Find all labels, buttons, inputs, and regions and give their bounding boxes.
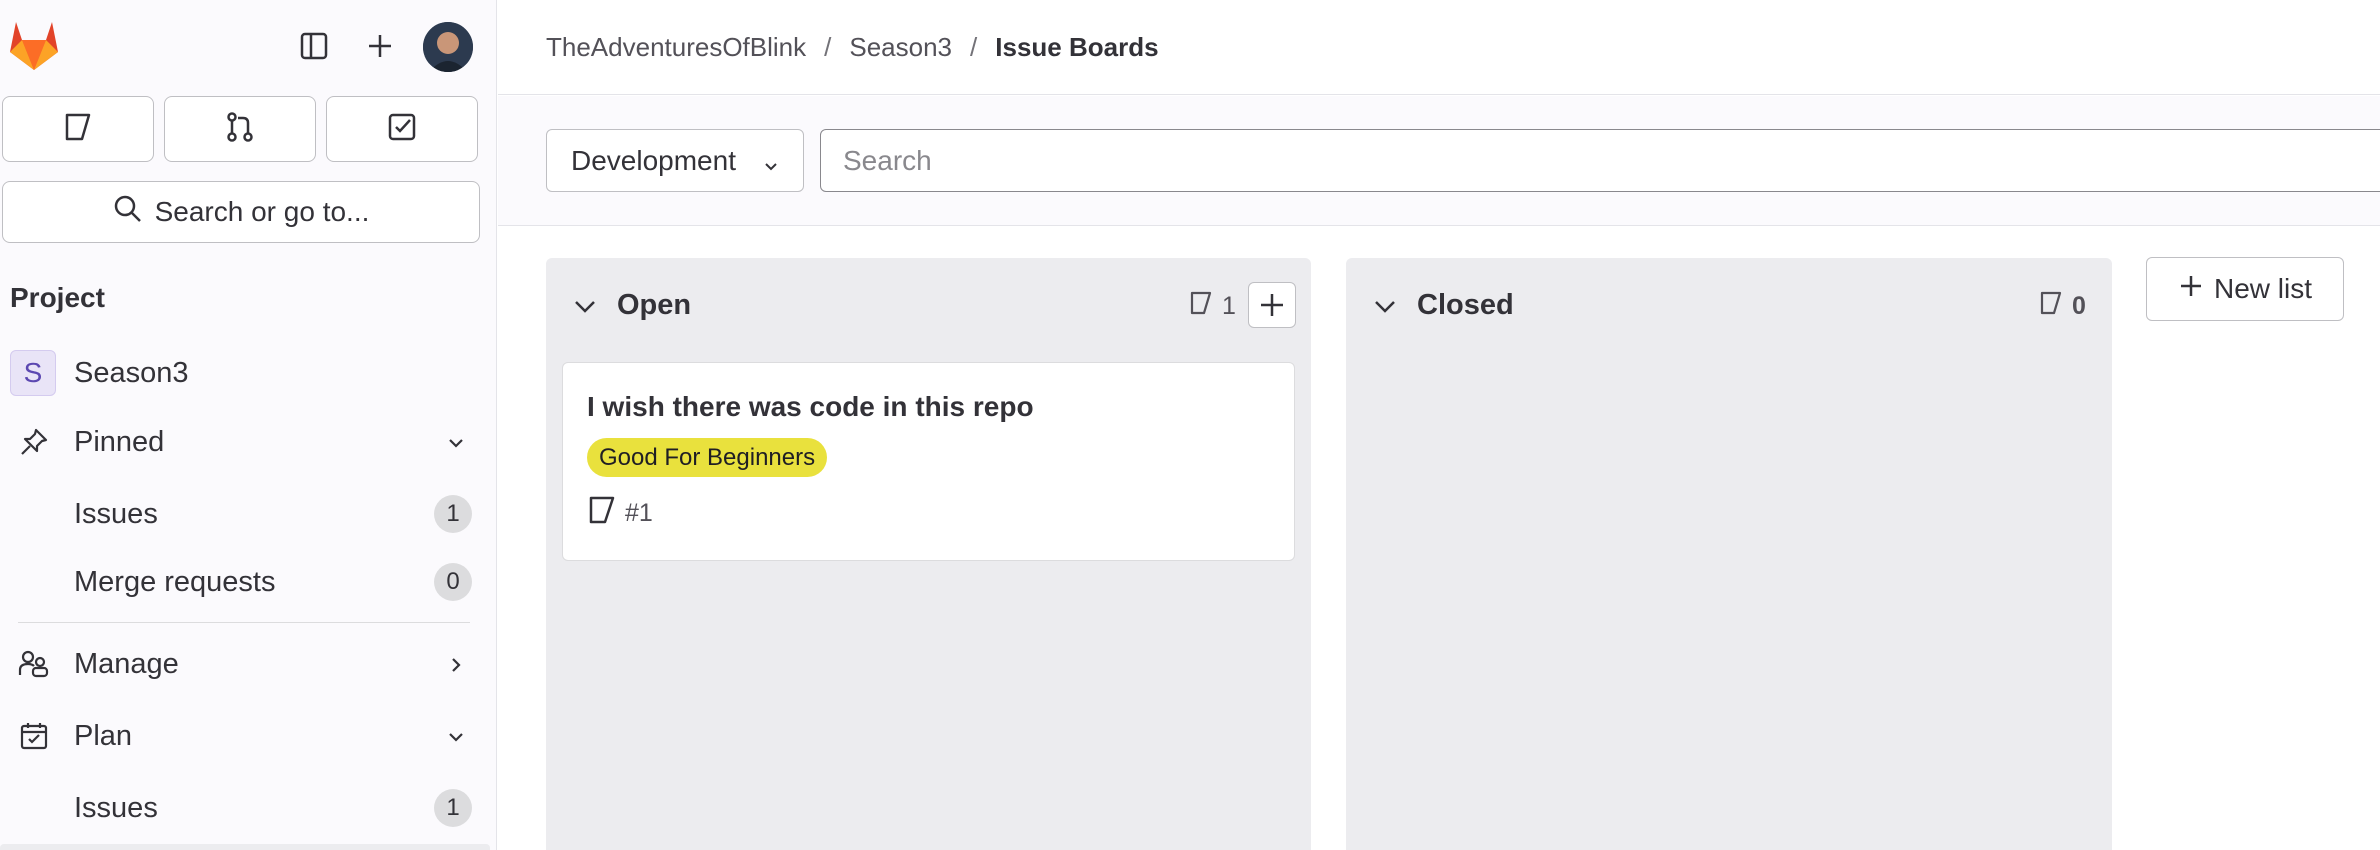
todo-shortcut-button[interactable] [326,96,478,162]
merge-requests-shortcut-button[interactable] [164,96,316,162]
issues-icon [2038,290,2064,323]
count-badge: 1 [434,789,472,827]
sidebar-item-label: Merge requests [74,565,276,598]
issue-number: #1 [625,499,653,527]
issue-card[interactable]: I wish there was code in this repo Good … [562,362,1295,561]
user-avatar[interactable] [423,22,473,72]
plus-icon [1261,294,1283,316]
issues-icon [62,111,94,148]
chevron-right-icon [444,652,468,676]
sidebar-item-pinned[interactable]: Pinned [0,410,490,474]
issue-card-title[interactable]: I wish there was code in this repo [587,391,1034,422]
breadcrumb-separator: / [824,32,832,62]
sidebar-item-project[interactable]: Season3 [0,341,490,405]
todo-checkbox-icon [386,111,418,148]
sidebar-item-label: Plan [74,719,133,752]
sidebar-item-label: Manage [74,647,179,680]
issues-icon [587,495,617,532]
issue-card-meta: #1 [587,495,653,532]
sidebar-item-pinned-merge-requests[interactable]: Merge requests 0 [0,550,490,614]
list-count-value: 0 [2072,292,2086,320]
list-count-value: 1 [1222,292,1236,320]
sidebar-active-item-edge [0,844,490,850]
breadcrumb: TheAdventuresOfBlink / Season3 / Issue B… [546,32,1159,63]
new-list-button[interactable]: New list [2146,257,2344,321]
list-header: Open 1 [546,258,1311,352]
sidebar-item-manage[interactable]: Manage [0,632,490,696]
board-filter-bar: Development [498,96,2380,226]
board-list-closed: Closed 0 [1346,258,2112,850]
pin-icon [16,424,52,460]
breadcrumb-project[interactable]: Season3 [849,32,953,62]
search-icon [113,194,143,231]
issues-shortcut-button[interactable] [2,96,154,162]
issue-label-badge[interactable]: Good For Beginners [587,438,828,477]
search-button-label: Search or go to... [154,196,370,227]
chevron-down-icon [761,152,781,172]
collapse-chevron-icon[interactable] [570,292,600,322]
sidebar-item-pinned-issues[interactable]: Issues 1 [0,482,490,546]
sidebar-item-label: Season3 [74,356,189,389]
collapse-chevron-icon[interactable] [1370,292,1400,322]
project-avatar: S [10,350,56,396]
sidebar-item-plan-issues[interactable]: Issues 1 [0,776,490,840]
sidebar: Search or go to... Project S Season3 Pin… [0,0,497,850]
sidebar-section-title: Project [10,282,105,313]
count-badge: 1 [434,495,472,533]
new-list-label: New list [2213,273,2312,304]
list-title: Open [617,289,692,321]
search-or-go-to-button[interactable]: Search or go to... [2,181,480,243]
breadcrumb-group[interactable]: TheAdventuresOfBlink [546,32,807,62]
breadcrumb-separator: / [970,32,978,62]
plus-icon [2178,273,2204,306]
sidebar-toggle-icon[interactable] [292,24,336,68]
list-issue-count: 1 [1188,290,1236,323]
sidebar-item-label: Issues [74,497,158,530]
list-issue-count: 0 [2038,290,2086,323]
board-search-input[interactable] [820,129,2380,192]
board-selector-dropdown[interactable]: Development [546,129,804,192]
sidebar-item-label: Issues [74,791,158,824]
list-title: Closed [1417,289,1514,321]
sidebar-item-label: Pinned [74,425,165,458]
chevron-down-icon [444,430,468,454]
sidebar-item-plan[interactable]: Plan [0,704,490,768]
users-icon [16,646,52,682]
add-issue-button[interactable] [1248,282,1296,328]
merge-request-icon [224,111,256,148]
top-bar: TheAdventuresOfBlink / Season3 / Issue B… [498,0,2380,95]
count-badge: 0 [434,563,472,601]
board-selector-value: Development [571,144,736,176]
issues-icon [1188,290,1214,323]
board-list-open: Open 1 I wish there was code in this rep… [546,258,1311,850]
create-new-icon[interactable] [358,24,402,68]
sidebar-divider [18,622,470,623]
calendar-plan-icon [16,718,52,754]
chevron-down-icon [444,724,468,748]
gitlab-logo-icon[interactable] [6,18,62,72]
breadcrumb-current-page[interactable]: Issue Boards [995,32,1159,62]
list-header: Closed 0 [1346,258,2112,352]
